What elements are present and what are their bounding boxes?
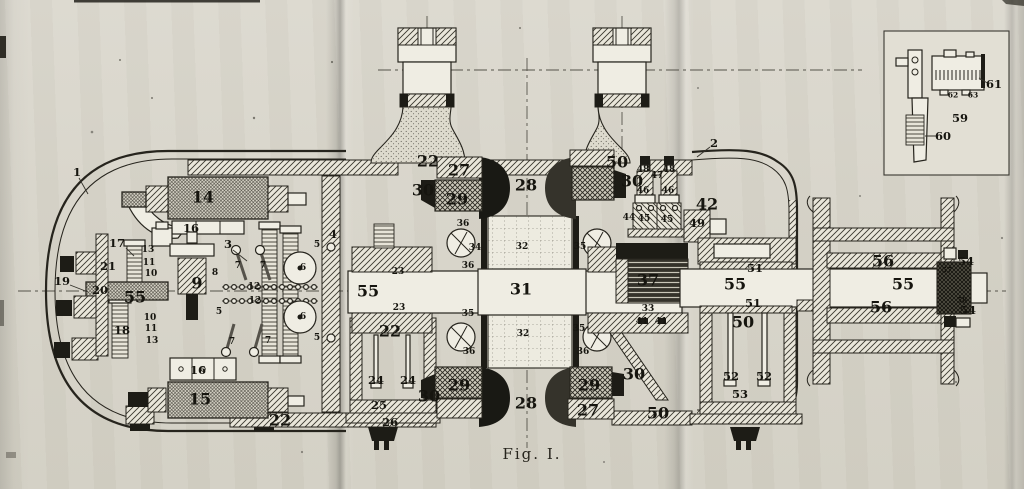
anchor-feet [368,427,760,450]
leader-lines [69,146,711,293]
steam-pipe-right [583,27,652,164]
barring-motor-37 [615,243,689,304]
rotor-drum [477,157,587,427]
guide-fans [446,228,689,401]
valve-gear-left [85,221,302,364]
blade-rings [421,149,626,420]
figure-caption: Fig. I. [502,445,562,463]
bearing-pedestal-22 [345,223,441,424]
scan-artifacts [0,0,1024,463]
inset-detail-box [883,30,1010,176]
chain-drive-12 [220,244,318,358]
end-coupling [936,247,988,328]
governor-cylinder-14 [121,176,307,247]
left-end-fittings-19 [54,233,109,361]
steam-pipe-left [370,27,466,164]
right-bearing-50 [689,237,830,425]
oil-pump-15 [128,357,305,419]
throttle-valves-42 [627,156,727,243]
